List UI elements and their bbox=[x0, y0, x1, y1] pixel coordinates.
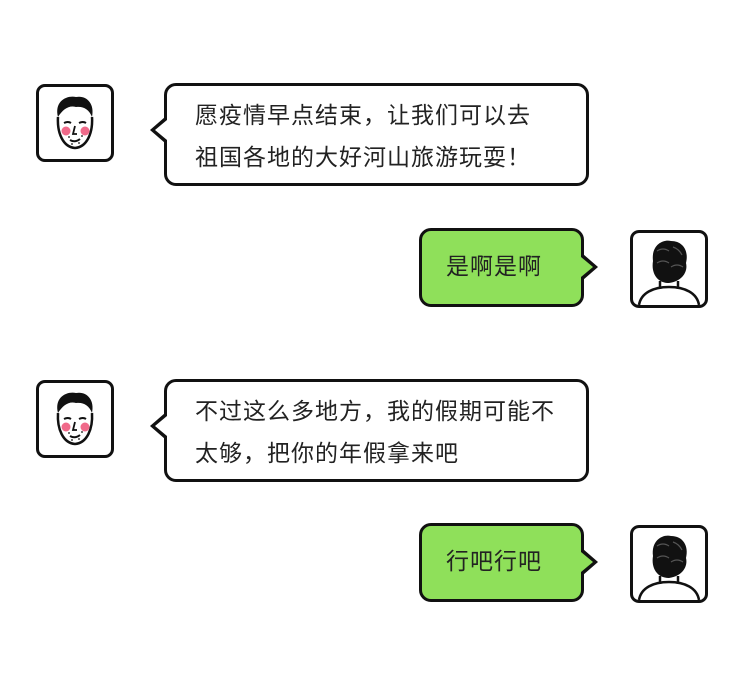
message-text-line: 行吧行吧 bbox=[446, 549, 542, 575]
message-text-line: 太够，把你的年假拿来吧 bbox=[195, 441, 459, 467]
bubble-tail-fill bbox=[155, 416, 167, 436]
avatar-left[interactable] bbox=[36, 380, 114, 458]
message-bubble-2[interactable]: 是啊是啊 bbox=[419, 228, 598, 307]
man-back-view-icon bbox=[637, 240, 701, 305]
message-bubble-1[interactable]: 愿疫情早点结束，让我们可以去 祖国各地的大好河山旅游玩耍！ bbox=[150, 83, 589, 186]
smiling-man-icon bbox=[56, 392, 94, 446]
avatar-right[interactable] bbox=[630, 525, 708, 603]
message-text-line: 愿疫情早点结束，让我们可以去 bbox=[195, 103, 531, 129]
smiling-man-icon bbox=[56, 96, 94, 150]
message-bubble-4[interactable]: 行吧行吧 bbox=[419, 523, 598, 602]
bubble-tail-fill bbox=[581, 257, 593, 277]
message-text-line: 不过这么多地方，我的假期可能不 bbox=[195, 399, 555, 425]
message-bubble-3[interactable]: 不过这么多地方，我的假期可能不 太够，把你的年假拿来吧 bbox=[150, 379, 589, 482]
message-text-line: 是啊是啊 bbox=[446, 254, 542, 280]
avatar-right[interactable] bbox=[630, 230, 708, 308]
man-back-view-icon bbox=[637, 535, 701, 600]
bubble-tail-fill bbox=[155, 120, 167, 140]
message-text-line: 祖国各地的大好河山旅游玩耍！ bbox=[195, 145, 531, 171]
bubble-tail-fill bbox=[581, 552, 593, 572]
avatar-left[interactable] bbox=[36, 84, 114, 162]
